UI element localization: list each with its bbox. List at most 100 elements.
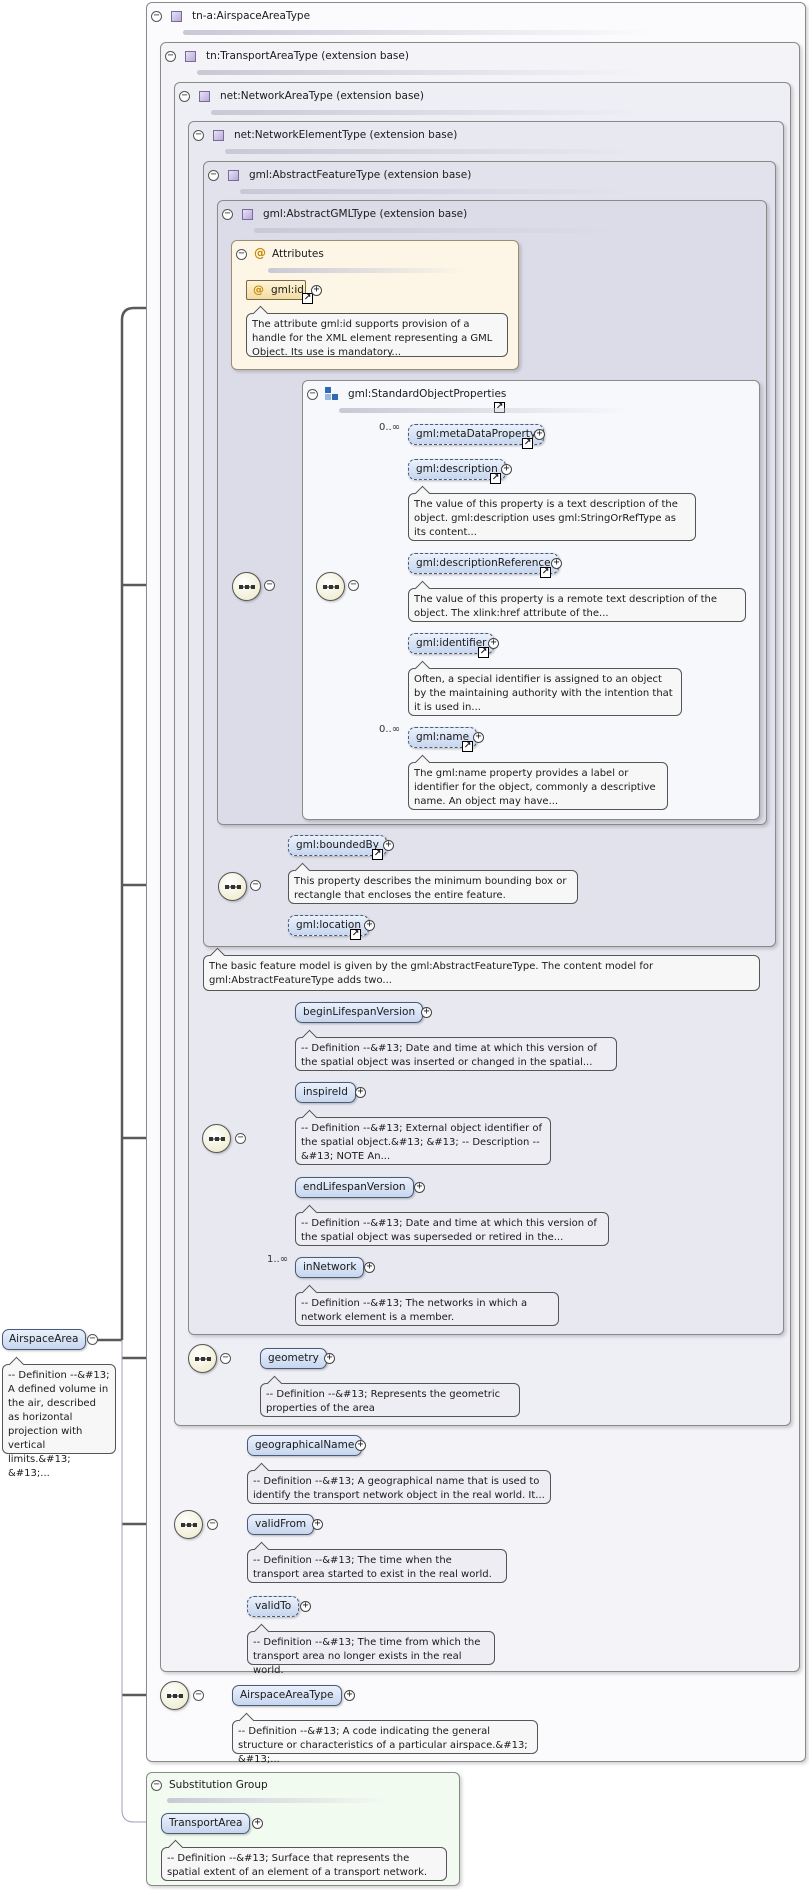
element-validfrom[interactable]: validFrom	[247, 1514, 315, 1535]
element-transportarea[interactable]: TransportArea	[161, 1813, 251, 1834]
wire-substitution	[121, 1340, 160, 1823]
element-innetwork[interactable]: inNetwork	[295, 1257, 365, 1278]
element-label: inNetwork	[303, 1261, 357, 1273]
expand-plus-icon[interactable]: +	[488, 638, 499, 649]
gml-id-attribute[interactable]: @ gml:id	[246, 280, 306, 300]
collapse-toggle[interactable]: −	[165, 51, 176, 62]
element-airspacearea-root[interactable]: AirspaceArea	[2, 1329, 87, 1350]
reference-arrow-icon[interactable]: ↗	[522, 438, 533, 449]
element-label: gml:boundedBy	[296, 839, 379, 851]
collapse-toggle[interactable]: −	[207, 1519, 218, 1530]
collapse-toggle[interactable]: −	[151, 11, 162, 22]
collapse-toggle[interactable]: −	[193, 130, 204, 141]
element-gml-descriptionreference[interactable]: gml:descriptionReference	[408, 553, 559, 574]
collapse-toggle[interactable]: −	[307, 389, 318, 400]
collapse-toggle[interactable]: −	[87, 1334, 98, 1345]
sequence-icon	[323, 585, 339, 589]
gml-description-doc: The value of this property is a text des…	[408, 493, 696, 541]
expand-plus-icon[interactable]: +	[311, 285, 322, 296]
element-beginlifespanversion[interactable]: beginLifespanVersion	[295, 1002, 424, 1023]
type-title: gml:AbstractGMLType (extension base)	[263, 208, 468, 220]
at-sign-icon: @	[254, 246, 266, 260]
element-gml-identifier[interactable]: gml:identifier	[408, 633, 495, 654]
expand-plus-icon[interactable]: +	[534, 429, 545, 440]
element-gml-name[interactable]: gml:name	[408, 727, 478, 748]
attributes-box: − @ Attributes @ gml:id ↗ + The attribut…	[231, 240, 519, 370]
element-geographicalname[interactable]: geographicalName	[247, 1435, 363, 1456]
sequence-compositor[interactable]	[316, 572, 345, 601]
element-label: TransportArea	[169, 1817, 243, 1829]
sequence-compositor[interactable]	[232, 572, 261, 601]
reference-arrow-icon[interactable]: ↗	[350, 929, 361, 940]
reference-arrow-icon[interactable]: ↗	[302, 293, 313, 304]
collapse-toggle[interactable]: −	[250, 880, 261, 891]
expand-plus-icon[interactable]: +	[344, 1690, 355, 1701]
expand-plus-icon[interactable]: +	[414, 1182, 425, 1193]
expand-plus-icon[interactable]: +	[421, 1007, 432, 1018]
endlifespanversion-doc: -- Definition --&#13; Date and time at w…	[295, 1212, 609, 1246]
complex-type-icon	[185, 51, 196, 62]
header-separator	[268, 268, 468, 273]
reference-arrow-icon[interactable]: ↗	[462, 741, 473, 752]
expand-plus-icon[interactable]: +	[364, 920, 375, 931]
expand-plus-icon[interactable]: +	[355, 1087, 366, 1098]
airspaceareatype-doc: -- Definition --&#13; A code indicating …	[232, 1720, 538, 1765]
element-label: gml:descriptionReference	[416, 557, 551, 569]
collapse-toggle[interactable]: −	[151, 1780, 162, 1791]
expand-plus-icon[interactable]: +	[300, 1601, 311, 1612]
sequence-compositor[interactable]	[174, 1510, 203, 1539]
attribute-name: gml:id	[271, 284, 304, 296]
type-title: tn-a:AirspaceAreaType	[192, 10, 311, 22]
collapse-toggle[interactable]: −	[264, 580, 275, 591]
element-endlifespanversion[interactable]: endLifespanVersion	[295, 1177, 414, 1198]
collapse-toggle[interactable]: −	[208, 170, 219, 181]
sequence-icon	[167, 1694, 183, 1698]
sequence-compositor[interactable]	[160, 1681, 189, 1710]
reference-arrow-icon[interactable]: ↗	[372, 849, 383, 860]
expand-plus-icon[interactable]: +	[364, 1262, 375, 1273]
reference-arrow-icon[interactable]: ↗	[540, 567, 551, 578]
collapse-toggle[interactable]: −	[222, 209, 233, 220]
validfrom-doc: -- Definition --&#13; The time when the …	[247, 1549, 507, 1583]
sequence-compositor[interactable]	[202, 1124, 231, 1153]
element-label: geometry	[268, 1352, 319, 1364]
sequence-icon	[195, 1357, 211, 1361]
expand-plus-icon[interactable]: +	[324, 1353, 335, 1364]
expand-plus-icon[interactable]: +	[383, 840, 394, 851]
element-gml-boundedby[interactable]: gml:boundedBy	[288, 835, 387, 856]
element-label: gml:identifier	[416, 637, 487, 649]
substitution-group-title: Substitution Group	[169, 1779, 268, 1791]
gml-boundedby-doc: This property describes the minimum boun…	[288, 870, 578, 904]
header-separator	[254, 228, 624, 233]
multiplicity-label: 0..∞	[379, 422, 401, 433]
multiplicity-label: 1..∞	[267, 1254, 289, 1265]
reference-arrow-icon[interactable]: ↗	[478, 647, 489, 658]
collapse-toggle[interactable]: −	[179, 91, 190, 102]
collapse-toggle[interactable]: −	[220, 1353, 231, 1364]
collapse-toggle[interactable]: −	[236, 249, 247, 260]
collapse-toggle[interactable]: −	[235, 1133, 246, 1144]
reference-arrow-icon[interactable]: ↗	[490, 473, 501, 484]
element-label: AirspaceAreaType	[240, 1689, 334, 1701]
expand-plus-icon[interactable]: +	[501, 464, 512, 475]
element-airspaceareatype[interactable]: AirspaceAreaType	[232, 1685, 342, 1706]
expand-plus-icon[interactable]: +	[355, 1440, 366, 1451]
element-gml-metadataproperty[interactable]: gml:metaDataProperty	[408, 424, 545, 445]
collapse-toggle[interactable]: −	[193, 1690, 204, 1701]
innetwork-doc: -- Definition --&#13; The networks in wh…	[295, 1292, 559, 1326]
element-validto[interactable]: validTo	[247, 1596, 300, 1617]
sequence-compositor[interactable]	[218, 872, 247, 901]
complex-type-icon	[242, 209, 253, 220]
expand-plus-icon[interactable]: +	[473, 732, 484, 743]
element-inspireid[interactable]: inspireId	[295, 1082, 356, 1103]
element-geometry[interactable]: geometry	[260, 1348, 327, 1369]
type-title: net:NetworkElementType (extension base)	[234, 129, 458, 141]
element-label: inspireId	[303, 1086, 348, 1098]
expand-plus-icon[interactable]: +	[312, 1519, 323, 1530]
gml-name-doc: The gml:name property provides a label o…	[408, 762, 668, 810]
sequence-compositor[interactable]	[188, 1344, 217, 1373]
expand-plus-icon[interactable]: +	[252, 1818, 263, 1829]
collapse-toggle[interactable]: −	[348, 580, 359, 591]
expand-plus-icon[interactable]: +	[551, 558, 562, 569]
element-gml-description[interactable]: gml:description	[408, 459, 506, 480]
